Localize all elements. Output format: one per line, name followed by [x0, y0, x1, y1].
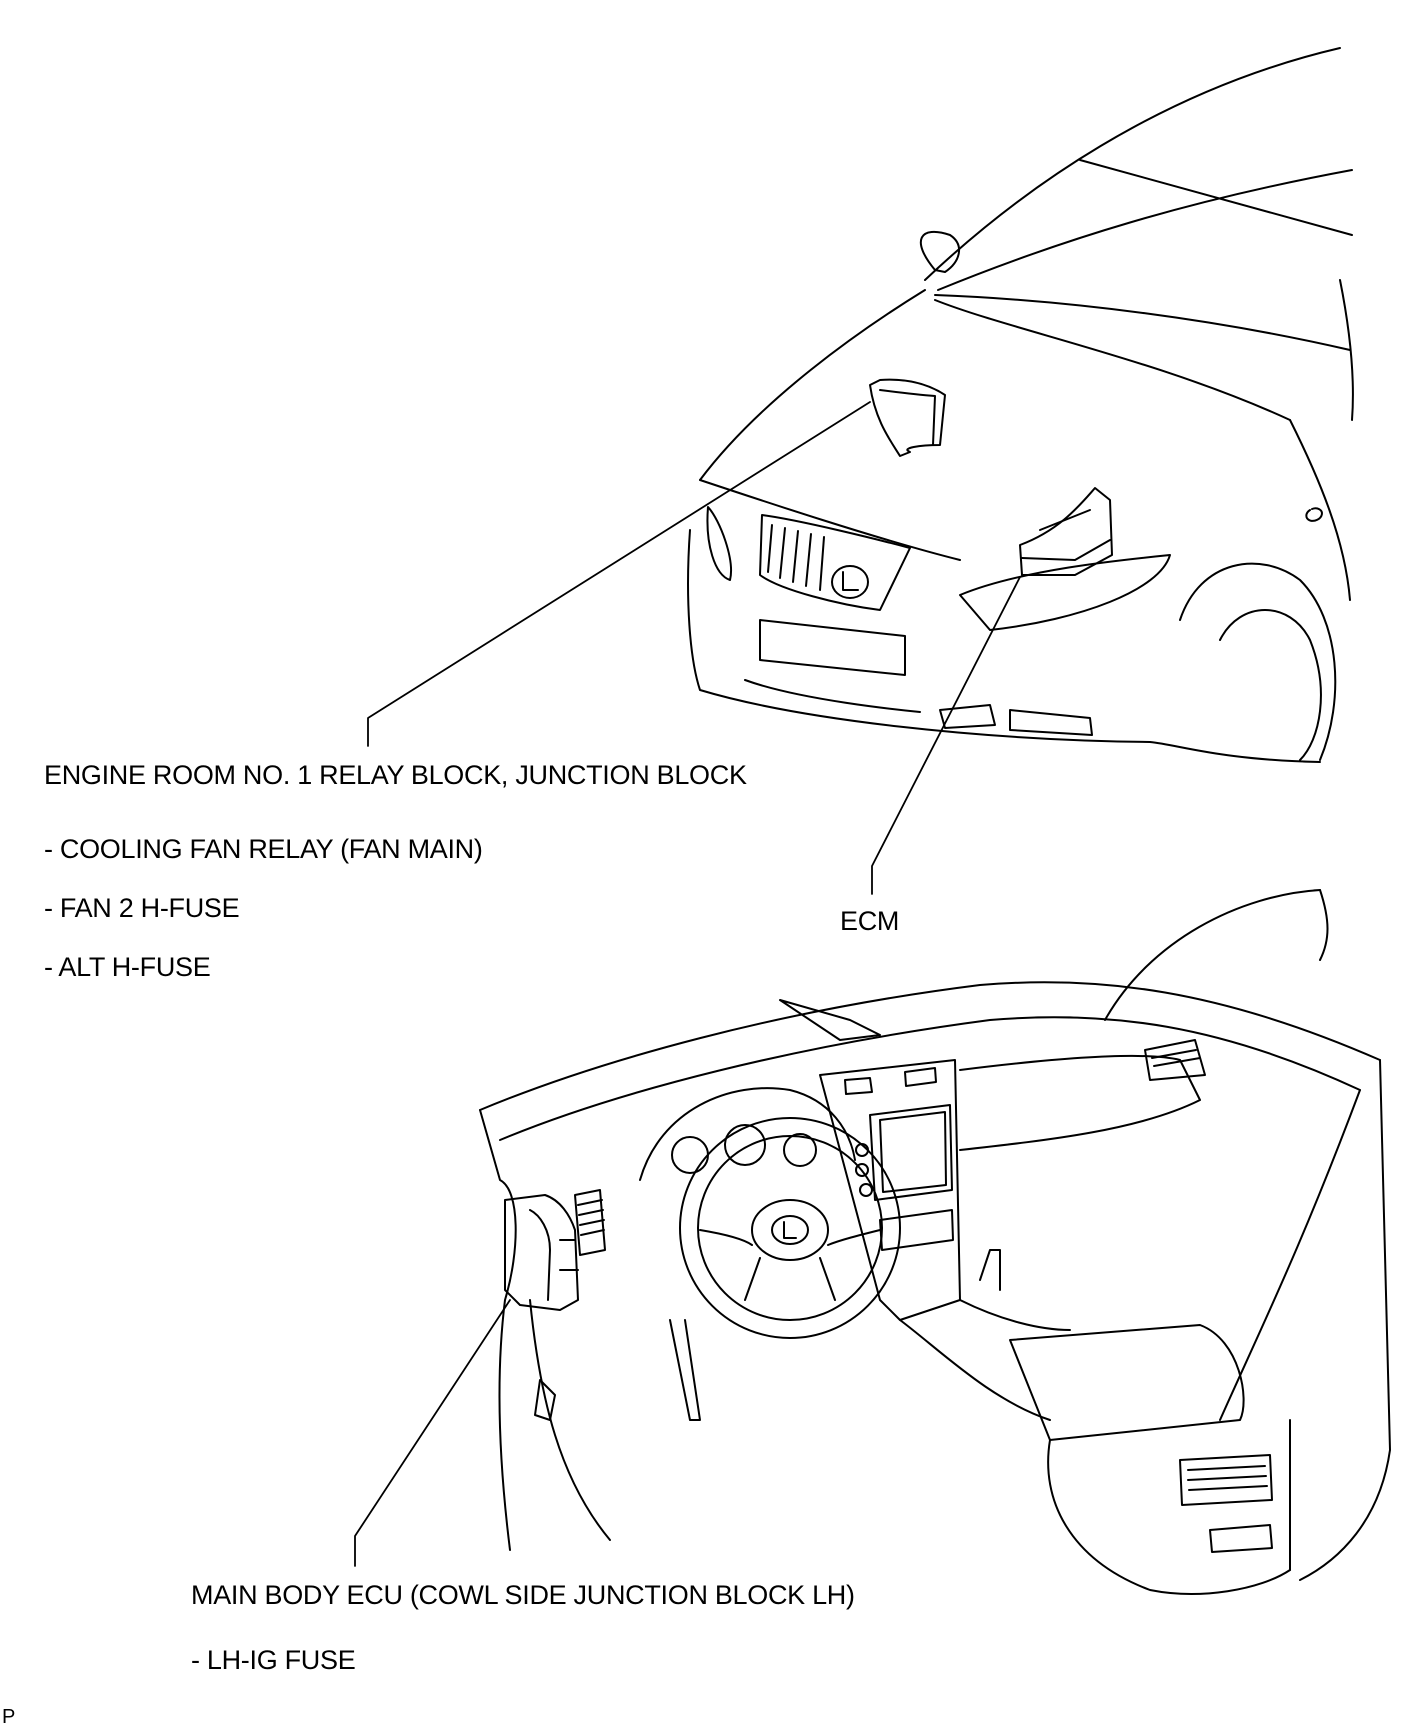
ecm-label: ECM — [840, 906, 900, 936]
car-front-drawing — [687, 47, 1354, 763]
main-body-ecu-item: - LH-IG FUSE — [191, 1645, 356, 1675]
leader-line-engine-room-block — [367, 401, 871, 747]
engine-room-block-item: - ALT H-FUSE — [44, 952, 211, 982]
main-body-ecu-title: MAIN BODY ECU (COWL SIDE JUNCTION BLOCK … — [191, 1580, 855, 1610]
dashboard-drawing — [479, 889, 1391, 1595]
engine-room-block-item: - FAN 2 H-FUSE — [44, 893, 240, 923]
leader-line-ecm — [871, 576, 1021, 895]
leader-lines — [354, 401, 1021, 1567]
engine-room-block-item: - COOLING FAN RELAY (FAN MAIN) — [44, 834, 483, 864]
corner-code: P — [2, 1706, 16, 1728]
leader-line-main-body-ecu — [354, 1299, 511, 1567]
engine-room-block-title: ENGINE ROOM NO. 1 RELAY BLOCK, JUNCTION … — [44, 760, 747, 790]
